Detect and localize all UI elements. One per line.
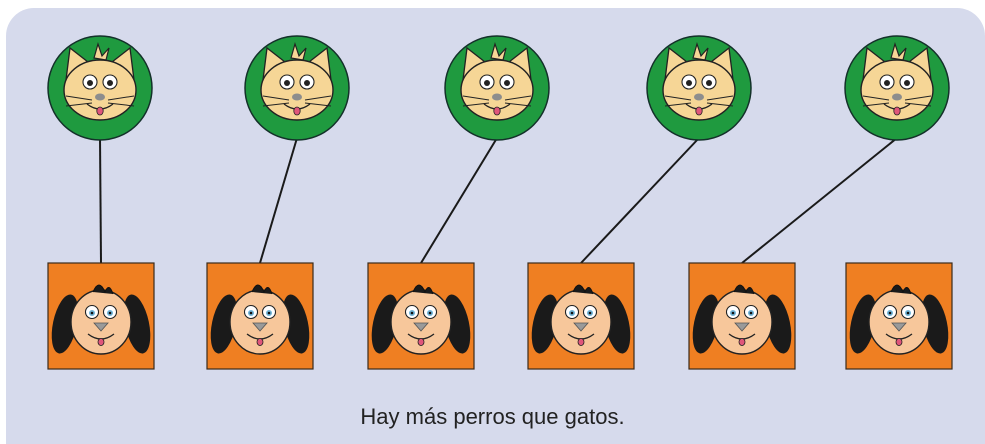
caption: Hay más perros que gatos. xyxy=(360,404,625,429)
pairing-line-2 xyxy=(259,137,298,264)
cat-4 xyxy=(646,35,752,141)
pairing-line-4 xyxy=(580,137,700,264)
cat-1 xyxy=(47,35,153,141)
cat-3 xyxy=(444,35,550,141)
pairing-line-1 xyxy=(99,137,102,264)
pairing-line-3 xyxy=(420,137,498,264)
cat-2 xyxy=(244,35,350,141)
dog-6 xyxy=(845,262,953,370)
dog-1 xyxy=(47,262,155,370)
dog-5 xyxy=(688,262,796,370)
dog-3 xyxy=(367,262,475,370)
dog-4 xyxy=(527,262,635,370)
pairing-line-5 xyxy=(741,137,898,264)
dog-2 xyxy=(206,262,314,370)
cat-5 xyxy=(844,35,950,141)
